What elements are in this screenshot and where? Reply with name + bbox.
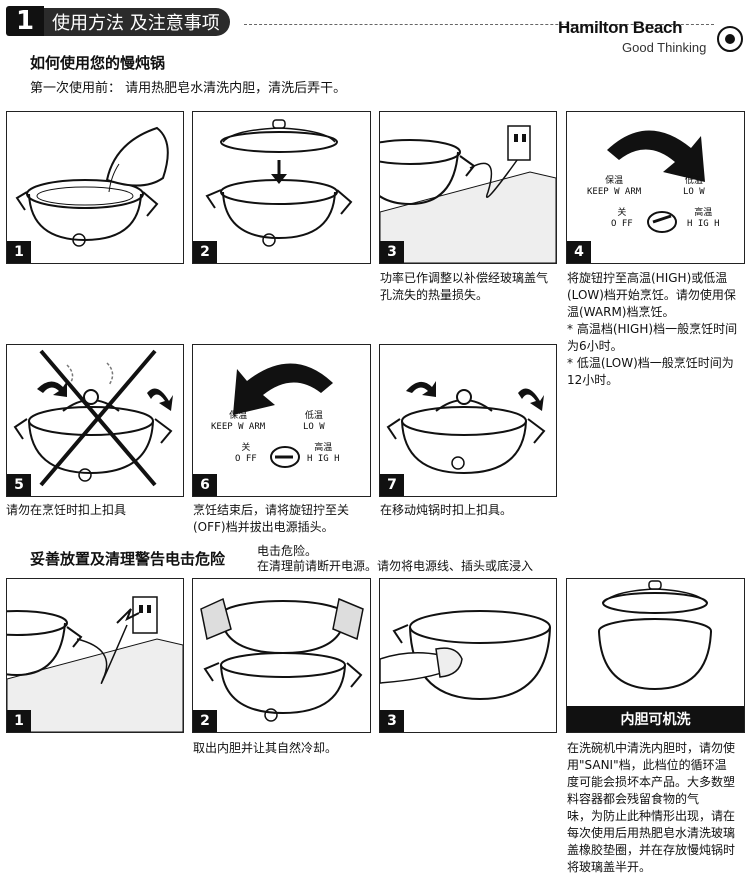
place-inner-pot-illustration: [205, 119, 353, 247]
step-number: 4: [567, 241, 591, 263]
header-divider: [244, 24, 714, 25]
care-panel-1: 1: [6, 578, 184, 733]
pot-and-lid-illustration: [598, 580, 712, 691]
care-panel-3: 3: [379, 578, 557, 733]
step-panel-7: 7: [379, 344, 557, 497]
step-number: 7: [380, 474, 404, 496]
caption-care-2: 取出内胆并让其自然冷却。: [193, 741, 338, 755]
step-panel-5: 5: [6, 344, 184, 497]
brand-tagline: Good Thinking: [622, 40, 707, 55]
do-not-latch-illustration: [13, 349, 173, 487]
caption-step-5: 请勿在烹饪时扣上扣具: [6, 503, 127, 517]
step-number: 3: [380, 710, 404, 732]
section-number: 1: [6, 6, 44, 36]
caption-step-7: 在移动炖锅时扣上扣具。: [380, 503, 513, 517]
step-number: 6: [193, 474, 217, 496]
care-panel-2: 2: [192, 578, 371, 733]
turn-knob-clockwise-illustration: [607, 130, 705, 233]
step-number: 1: [7, 241, 31, 263]
step-number: 2: [193, 241, 217, 263]
brand-name: Hamilton Beach: [558, 18, 683, 37]
shock-warning-line-1: 电击危险。: [257, 544, 318, 558]
turn-knob-off-illustration: [233, 363, 333, 468]
section-title: 使用方法 及注意事项: [44, 8, 230, 36]
dishwasher-safe-banner: 内胆可机洗: [567, 706, 744, 732]
lift-out-pot-illustration: [200, 597, 364, 722]
shock-warning-line-2: 在清理前请断开电源。请勿将电源线、插头或底浸入: [257, 559, 534, 573]
wipe-base-illustration: [380, 610, 551, 701]
step-number: 3: [380, 241, 404, 263]
step-panel-1: 1: [6, 111, 184, 264]
first-use-instruction: 第一次使用前： 请用热肥皂水清洗内胆，清洗后弄干。: [30, 81, 347, 96]
caption-step-6: 烹饪结束后，请将旋钮拧至关 (OFF)档并拔出电源插头。: [193, 503, 350, 534]
brand-logo-icon: [717, 26, 743, 52]
step-number: 2: [193, 710, 217, 732]
caption-step-4: 将旋钮拧至高温(HIGH)或低温 (LOW)档开始烹饪。请勿使用保 温(WARM…: [567, 271, 738, 387]
step-number: 1: [7, 710, 31, 732]
unplug-illustration: [7, 596, 183, 732]
step-panel-2: 2: [192, 111, 371, 264]
caption-dishwasher: 在洗碗机中清洗内胆时，请勿使 用"SANI"档，此档位的循环温 度可能会损坏本产…: [567, 741, 736, 874]
step-panel-3: 3: [379, 111, 557, 264]
caption-step-3: 功率已作调整以补偿经玻璃盖气 孔流失的热量损失。: [380, 271, 549, 302]
care-heading: 妥善放置及清理警告电击危险: [30, 550, 226, 568]
step-number: 5: [7, 474, 31, 496]
usage-heading: 如何使用您的慢炖锅: [30, 54, 166, 72]
latch-for-moving-illustration: [386, 381, 546, 475]
plug-in-illustration: [380, 125, 556, 263]
pour-into-pot-illustration: [15, 126, 169, 247]
dishwasher-safe-panel: 内胆可机洗: [566, 578, 745, 733]
